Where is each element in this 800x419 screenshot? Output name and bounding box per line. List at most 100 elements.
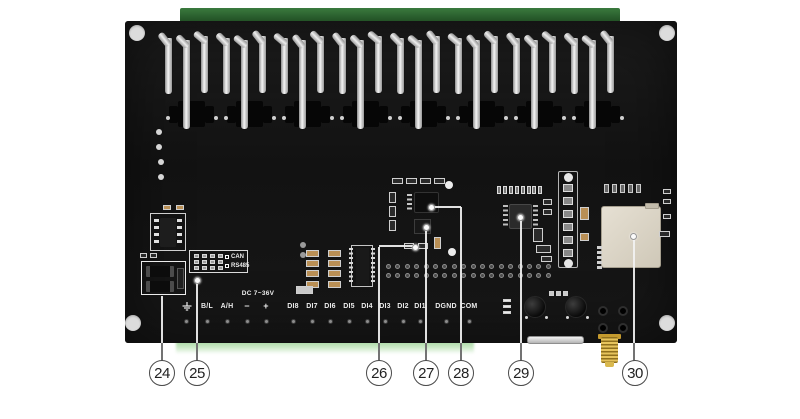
- solder-dot: [572, 116, 576, 120]
- mounting-hole: [129, 25, 145, 41]
- sma-antenna-connector: [601, 337, 618, 363]
- anchor-dot-28: [427, 203, 435, 211]
- sma-connector-base: [598, 334, 621, 339]
- relay-terminal-pin: [473, 40, 480, 129]
- leader-line-28: [460, 207, 462, 361]
- relay-terminal-pin: [375, 36, 382, 93]
- jumper-pad: [202, 254, 207, 258]
- smd-component: [296, 286, 313, 294]
- header-pad: [563, 249, 573, 257]
- smd-component: [663, 214, 671, 219]
- leader-line-30: [633, 240, 635, 361]
- solder-dot: [282, 116, 286, 120]
- chip-pins: [533, 205, 538, 228]
- jumper-pad: [194, 254, 199, 258]
- can-label: CAN: [231, 254, 244, 260]
- relay-slot: [611, 106, 620, 123]
- jumper-pad: [194, 260, 199, 264]
- jumper-square-icon: [225, 255, 229, 259]
- through-hole-pad: [489, 273, 495, 278]
- through-hole-pad: [395, 273, 401, 278]
- relay-slot: [227, 106, 236, 123]
- smd-component: [389, 206, 396, 217]
- through-hole-pad: [489, 264, 495, 269]
- header-pad: [508, 186, 513, 194]
- relay-slot: [205, 106, 214, 123]
- highlight-box-component-24: [141, 261, 186, 295]
- anchor-dot-26: [411, 243, 419, 251]
- smd-component: [541, 256, 552, 262]
- sd-contact-pin: [597, 266, 602, 269]
- solder-dot: [456, 116, 460, 120]
- through-hole: [598, 306, 608, 316]
- solder-dot: [388, 116, 392, 120]
- callout-28: 28: [448, 360, 474, 386]
- relay-terminal-pin: [223, 38, 230, 94]
- smd-component: [328, 270, 341, 277]
- via-hole: [445, 181, 453, 189]
- relay-terminal-pin: [491, 36, 498, 93]
- smd-component: [418, 243, 428, 249]
- anchor-dot-30: [629, 232, 637, 240]
- relay-slot: [321, 106, 330, 123]
- header-pad: [502, 186, 507, 194]
- via-hole: [448, 248, 456, 256]
- through-hole-pad: [480, 273, 485, 278]
- through-hole-pad: [433, 264, 438, 269]
- terminal-screw-dot: [291, 319, 296, 324]
- smd-component: [328, 281, 341, 288]
- leader-line-24: [161, 296, 163, 361]
- mounting-hole: [125, 315, 141, 331]
- can-rs485-jumper-block: CAN RS485: [189, 250, 249, 273]
- led-dot: [158, 174, 164, 180]
- solder-dot: [586, 316, 589, 319]
- terminal-screw-dot: [184, 319, 189, 324]
- header-pad: [563, 236, 573, 244]
- solder-dot: [525, 316, 528, 319]
- relay-terminal-pin: [549, 36, 556, 93]
- through-hole-pad: [508, 264, 514, 269]
- header-pad: [563, 197, 573, 205]
- solder-dot: [272, 116, 276, 120]
- header-pad: [612, 184, 617, 193]
- sd-slot-tab: [645, 203, 659, 209]
- through-hole-pad: [414, 264, 420, 269]
- relay-terminal-pin: [201, 36, 208, 93]
- terminal-screw-dot: [310, 319, 315, 324]
- terminal-screw-dot: [418, 319, 423, 324]
- terminal-label-di8: DI8: [287, 303, 299, 310]
- relay-terminal-pin: [165, 38, 172, 94]
- header-pad: [532, 186, 537, 194]
- sd-contact-pin: [597, 251, 602, 254]
- smd-component: [580, 233, 589, 241]
- relay-terminal-pin: [259, 36, 266, 93]
- sd-contact-pin: [597, 261, 602, 264]
- callout-27: 27: [413, 360, 439, 386]
- round-component: [565, 296, 587, 318]
- smd-component: [176, 205, 184, 210]
- smd-component: [177, 268, 184, 289]
- jumper-pads: [190, 251, 224, 272]
- smd-component: [580, 207, 589, 220]
- through-hole-pad: [527, 273, 532, 278]
- through-hole-pad: [395, 264, 401, 269]
- relay-slot: [468, 101, 495, 127]
- smd-component: [150, 253, 157, 258]
- smd-component: [563, 291, 568, 296]
- leader-line-29: [520, 221, 522, 361]
- terminal-label-com: COM: [460, 303, 478, 310]
- header-pad: [620, 184, 625, 193]
- terminal-screw-dot: [347, 319, 352, 324]
- through-hole: [618, 323, 628, 333]
- sma-connector-tip: [605, 362, 614, 367]
- solder-dot: [398, 116, 402, 120]
- terminal-screw-dot: [205, 319, 210, 324]
- relay-slot: [575, 106, 584, 123]
- solder-dot: [446, 116, 450, 120]
- relay-slot: [553, 106, 562, 123]
- terminal-label-plus: +: [263, 301, 269, 311]
